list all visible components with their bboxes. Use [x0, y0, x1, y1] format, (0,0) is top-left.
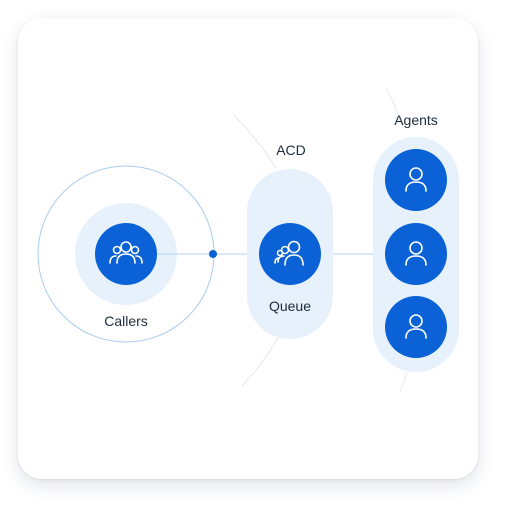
- agent-2-user-icon: [405, 241, 427, 266]
- queue-label: Queue: [268, 298, 312, 314]
- agents-label: Agents: [394, 112, 438, 128]
- queue-users-group-icon: [274, 240, 304, 266]
- callers-users-group-icon: [109, 241, 143, 264]
- callers-label: Callers: [104, 313, 148, 329]
- queue-node: [259, 223, 321, 285]
- connector-node-dot: [209, 250, 217, 258]
- decor-line-bottom: [241, 337, 279, 387]
- agent-1-user-icon: [405, 167, 427, 192]
- acd-label: ACD: [276, 142, 306, 158]
- decor-line-agents-bottom: [399, 371, 408, 393]
- decor-line-top: [233, 114, 277, 169]
- decor-line-agents-top: [385, 87, 404, 129]
- agent-3-user-icon: [405, 314, 427, 339]
